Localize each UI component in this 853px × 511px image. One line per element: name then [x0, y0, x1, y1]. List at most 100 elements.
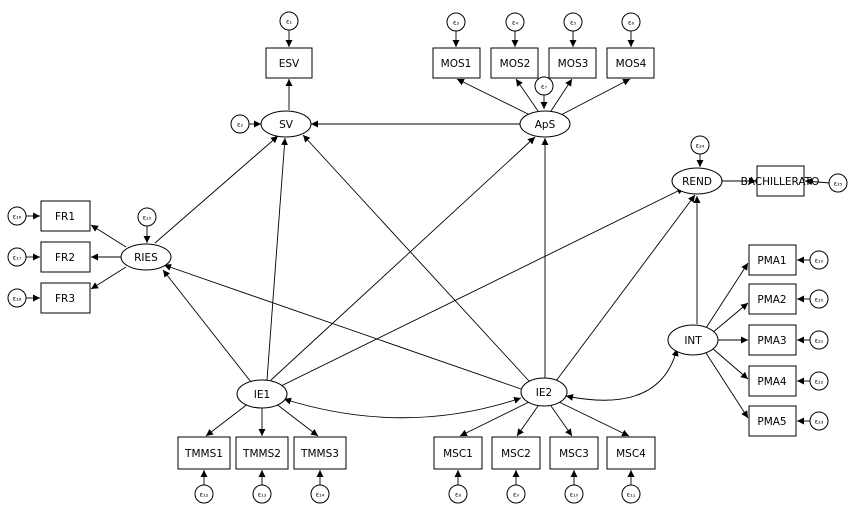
error-fr3[interactable]: ε₁₈: [7, 288, 27, 308]
observed-pma2[interactable]: PMA2: [748, 283, 797, 315]
latent-aps[interactable]: ApS: [519, 110, 571, 138]
observed-esv[interactable]: ESV: [265, 47, 313, 79]
error-tmms2-label: ε₁₃: [258, 491, 267, 499]
observed-tmms2[interactable]: TMMS2: [235, 436, 289, 470]
error-sv[interactable]: ε₂: [230, 114, 250, 134]
covariance-ie2-int: [565, 348, 679, 401]
error-fr1[interactable]: ε₁₆: [7, 206, 27, 226]
error-esv-label: ε₁: [286, 18, 293, 26]
observed-pma5[interactable]: PMA5: [748, 405, 797, 437]
error-mos1-label: ε₃: [453, 19, 460, 27]
error-pma3[interactable]: ε₂₁: [809, 330, 829, 350]
observed-fr1[interactable]: FR1: [40, 200, 91, 232]
observed-tmms3[interactable]: TMMS3: [293, 436, 347, 470]
path-aps-mos2: [515, 78, 539, 112]
error-mos2[interactable]: ε₄: [505, 12, 525, 32]
path-ie1-rend: [278, 187, 685, 388]
path-int-pma5: [705, 352, 749, 419]
error-msc2[interactable]: ε₉: [506, 484, 526, 504]
error-ries[interactable]: ε₁₅: [137, 207, 157, 227]
observed-fr2[interactable]: FR2: [40, 241, 91, 273]
path-aps-mos4: [558, 78, 631, 117]
error-rend-label: ε₂₄: [696, 142, 705, 150]
observed-mos1-label: MOS1: [441, 58, 472, 70]
latent-aps-label: ApS: [535, 119, 556, 131]
observed-msc1-label: MSC1: [443, 448, 473, 460]
error-msc4-label: ε₁₁: [627, 491, 636, 499]
path-ie2-sv: [302, 134, 530, 382]
observed-pma3[interactable]: PMA3: [748, 324, 797, 356]
error-mos4-label: ε₆: [628, 19, 635, 27]
error-mos4[interactable]: ε₆: [621, 12, 641, 32]
path-aps-mos1: [456, 78, 533, 117]
observed-msc4[interactable]: MSC4: [606, 436, 656, 470]
error-mos3[interactable]: ε₅: [563, 12, 583, 32]
error-pma5[interactable]: ε₂₃: [809, 411, 829, 431]
latent-int-label: INT: [684, 335, 702, 347]
observed-mos2[interactable]: MOS2: [490, 47, 539, 79]
observed-pma1-label: PMA1: [757, 255, 786, 267]
path-int-pma4: [711, 347, 749, 380]
latent-rend-label: REND: [682, 176, 712, 188]
observed-mos2-label: MOS2: [500, 58, 531, 70]
error-terms: ε₁ ε₂ ε₃ ε₄ ε₅ ε₆ ε₇ ε₁₅ ε₁₆ ε₁₇ ε₁₈ ε₂₄…: [7, 11, 848, 504]
observed-tmms2-label: TMMS2: [242, 448, 281, 460]
error-pma3-label: ε₂₁: [815, 337, 824, 345]
error-pma2[interactable]: ε₂₀: [809, 289, 829, 309]
error-rend[interactable]: ε₂₄: [690, 135, 710, 155]
observed-tmms1-label: TMMS1: [184, 448, 223, 460]
error-sv-label: ε₂: [237, 121, 244, 129]
observed-msc2-label: MSC2: [501, 448, 531, 460]
observed-tmms3-label: TMMS3: [300, 448, 339, 460]
error-msc3[interactable]: ε₁₀: [564, 484, 584, 504]
error-bachillerato-label: ε₂₅: [834, 180, 843, 188]
error-msc4[interactable]: ε₁₁: [621, 484, 641, 504]
observed-mos3-label: MOS3: [558, 58, 589, 70]
error-pma5-label: ε₂₃: [815, 418, 824, 426]
observed-mos3[interactable]: MOS3: [548, 47, 597, 79]
observed-pma1[interactable]: PMA1: [748, 244, 797, 276]
error-tmms1[interactable]: ε₁₂: [194, 484, 214, 504]
error-tmms2[interactable]: ε₁₃: [252, 484, 272, 504]
error-pma4[interactable]: ε₂₂: [809, 371, 829, 391]
observed-msc3[interactable]: MSC3: [549, 436, 599, 470]
observed-msc1[interactable]: MSC1: [433, 436, 483, 470]
error-bachillerato[interactable]: ε₂₅: [828, 173, 848, 193]
latent-int[interactable]: INT: [667, 324, 719, 356]
error-pma2-label: ε₂₀: [815, 296, 824, 304]
error-path-bachillerato: [804, 178, 831, 186]
error-fr2[interactable]: ε₁₇: [7, 247, 27, 267]
path-ie2-msc1: [459, 400, 532, 437]
error-mos1[interactable]: ε₃: [446, 12, 466, 32]
path-ie2-msc4: [556, 400, 630, 437]
observed-mos4-label: MOS4: [616, 58, 647, 70]
observed-pma4[interactable]: PMA4: [748, 365, 797, 397]
latent-sv[interactable]: SV: [260, 110, 312, 138]
path-ie1-tmms1: [205, 402, 250, 437]
error-pma1-label: ε₁₉: [815, 257, 824, 265]
error-msc1[interactable]: ε₈: [448, 484, 468, 504]
observed-bachillerato[interactable]: BACHILLERATO: [741, 165, 820, 197]
latent-ie1[interactable]: IE1: [236, 379, 288, 409]
observed-mos1[interactable]: MOS1: [432, 47, 481, 79]
error-fr2-label: ε₁₇: [13, 254, 22, 262]
error-esv[interactable]: ε₁: [279, 11, 299, 31]
covariance-ie1-ie2: [283, 396, 522, 419]
observed-tmms1[interactable]: TMMS1: [177, 436, 231, 470]
latent-ries[interactable]: RIES: [120, 243, 172, 271]
observed-fr3[interactable]: FR3: [40, 282, 91, 314]
observed-msc2[interactable]: MSC2: [491, 436, 541, 470]
observed-msc3-label: MSC3: [559, 448, 589, 460]
latent-ie2[interactable]: IE2: [520, 377, 568, 407]
path-aps-mos3: [550, 78, 573, 112]
error-pma1[interactable]: ε₁₉: [809, 250, 829, 270]
path-ries-fr3: [90, 266, 127, 290]
observed-msc4-label: MSC4: [616, 448, 646, 460]
observed-mos4[interactable]: MOS4: [606, 47, 655, 79]
error-aps[interactable]: ε₇: [534, 76, 554, 96]
latent-rend[interactable]: REND: [671, 167, 723, 195]
path-ie2-msc2: [516, 405, 539, 437]
error-tmms3[interactable]: ε₁₄: [310, 484, 330, 504]
latent-ie1-label: IE1: [254, 389, 270, 401]
path-int-pma1: [705, 262, 749, 329]
